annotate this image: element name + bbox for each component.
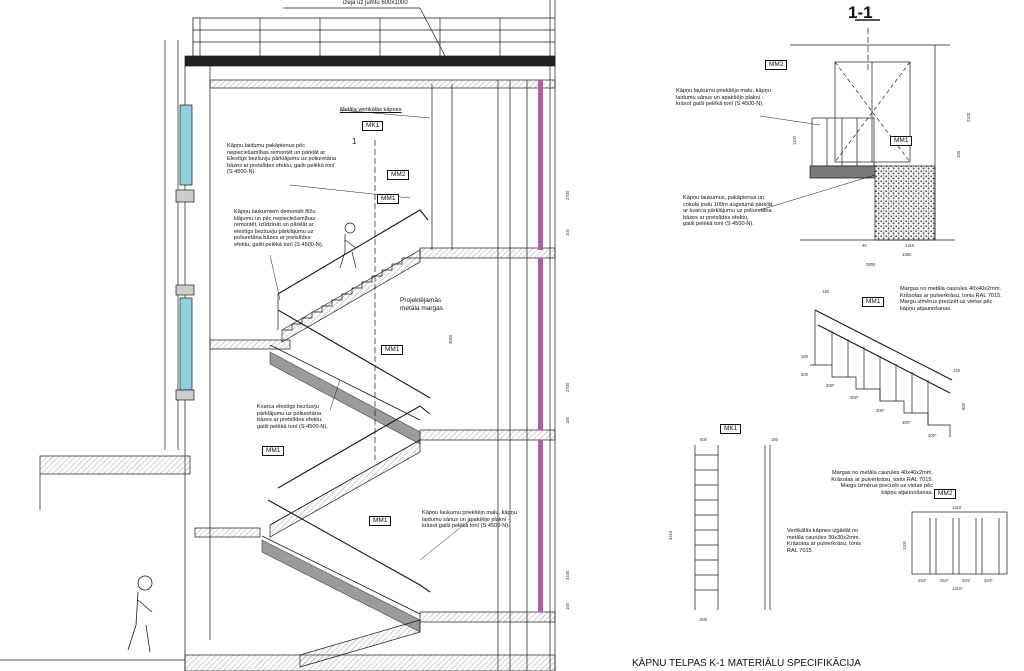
roof-slab [184, 55, 556, 67]
vertical-ladder-mk1 [431, 84, 453, 250]
tag-mm1-detail-b: MM1 [862, 297, 885, 307]
note-landing-plinth: Kāpņu laukumus, pakāpienus un cokola jos… [683, 195, 773, 228]
tag-mk1-main: MK1 [362, 121, 384, 131]
note-front-paint-left: Kāpņu laukumu priekšējo malu, kāpņu laid… [422, 510, 517, 530]
note-mm1-spec: Margas no metāla caurules 40x40x2mm. Krā… [900, 286, 1002, 312]
roof-railing [192, 17, 555, 56]
dim-1100b: 1100 [902, 540, 907, 550]
gravel-infill [874, 165, 936, 241]
tag-mm1-detail-a: MM1 [890, 136, 913, 146]
roof-exit-label: izeja uz jumtu 600x1000 [343, 0, 408, 6]
dim-3100: 3100 [565, 570, 570, 580]
leader-lines [269, 109, 876, 561]
dim-254a: 254* [918, 578, 927, 583]
tag-mm1-main-1: MM1 [377, 194, 400, 204]
dim-1310: 1310 [952, 505, 962, 510]
note-front-paint-right: Kāpņu laukumu priekšējo malu, kāpņu laid… [676, 88, 771, 108]
section-title: 1-1 [848, 3, 873, 22]
dim-300e: 300* [928, 433, 937, 438]
note-quartz-coating: Kvarca elestīgs bezšuvju pārklājumu uz p… [257, 404, 328, 430]
note-landing-repair: Kāpņu laidumu pakāpienus pēc nepieciešam… [227, 143, 337, 176]
dim-200: 200 [801, 372, 808, 377]
dim-180: 180 [801, 354, 808, 359]
dim-2800: 2800 [866, 262, 876, 267]
section-marker: 1 [352, 137, 357, 146]
dim-600a: 600 [700, 437, 707, 442]
dim-100b: 100 [565, 417, 570, 424]
dim-140b: 140 [953, 368, 960, 373]
dim-100d: 100 [956, 151, 961, 158]
dim-1310b: 1310* [952, 586, 963, 591]
note-railings-demount: Kāpņu laukumiem demontēt flīžu klājumu u… [234, 209, 324, 248]
human-figure-ground [127, 575, 153, 653]
tag-mk1-detail: MK1 [720, 424, 742, 434]
dim-1350: 1350 [902, 252, 912, 257]
dim-254b: 254* [940, 578, 949, 583]
note-projected-railing: Projektējamās metāla margas [400, 297, 443, 312]
section-1-1 [694, 19, 1008, 610]
dim-1315: 1315 [905, 243, 915, 248]
ladder-detail-mk1 [694, 445, 771, 610]
note-mm2-spec: Margas no metāla caurules 40x40x2mm. Krā… [831, 470, 933, 496]
dim-2700: 2700 [565, 190, 570, 200]
dim-100c: 100 [565, 603, 570, 610]
main-section [0, 0, 556, 671]
dim-300a: 300* [826, 383, 835, 388]
accent-strip-1 [538, 80, 543, 250]
tag-mm1-main-4: MM1 [369, 516, 392, 526]
dim-300d: 300* [902, 420, 911, 425]
dim-2700b: 2700 [565, 382, 570, 392]
dim-300b: 300* [850, 395, 859, 400]
tag-mm2-detail: MM2 [765, 60, 788, 70]
tag-mm2-main: MM2 [387, 170, 410, 180]
dim-3415: 3415 [668, 530, 673, 540]
human-figure-upper [339, 222, 357, 269]
window-strip-lower [179, 297, 193, 391]
note-vertical-ladder: Metāla vertikālās kāpnes [340, 107, 402, 113]
dim-254d: 254* [984, 578, 993, 583]
note-mk1-spec: Vertikālās kāpnes izgādāt no metāla caur… [787, 528, 861, 554]
window-strip-upper [179, 104, 193, 186]
entrance-canopy [39, 455, 191, 475]
accent-strip-3 [538, 440, 543, 612]
dim-2100: 2100 [966, 112, 971, 122]
dim-254c: 254* [962, 578, 971, 583]
accent-strip-2 [538, 258, 543, 430]
dim-100a: 100 [565, 229, 570, 236]
dim-900: 900 [961, 403, 966, 410]
spec-title: KĀPNU TELPAS K-1 MATERIĀLU SPECIFIKĀCIJA [632, 658, 861, 669]
tag-mm1-main-3: MM1 [262, 446, 285, 456]
railing-detail-mm2 [911, 511, 1008, 575]
dim-300c: 300* [876, 408, 885, 413]
tag-mm1-main-2: MM1 [381, 345, 404, 355]
dim-140a: 140 [822, 289, 829, 294]
tag-mm2-detail-b: MM2 [934, 489, 957, 499]
dim-1100: 1100 [792, 135, 797, 145]
dim-600b: 600 [700, 617, 707, 622]
dim-40: 40 [862, 243, 867, 248]
dim-3000: 3000 [448, 334, 453, 344]
dim-150: 150 [771, 437, 778, 442]
